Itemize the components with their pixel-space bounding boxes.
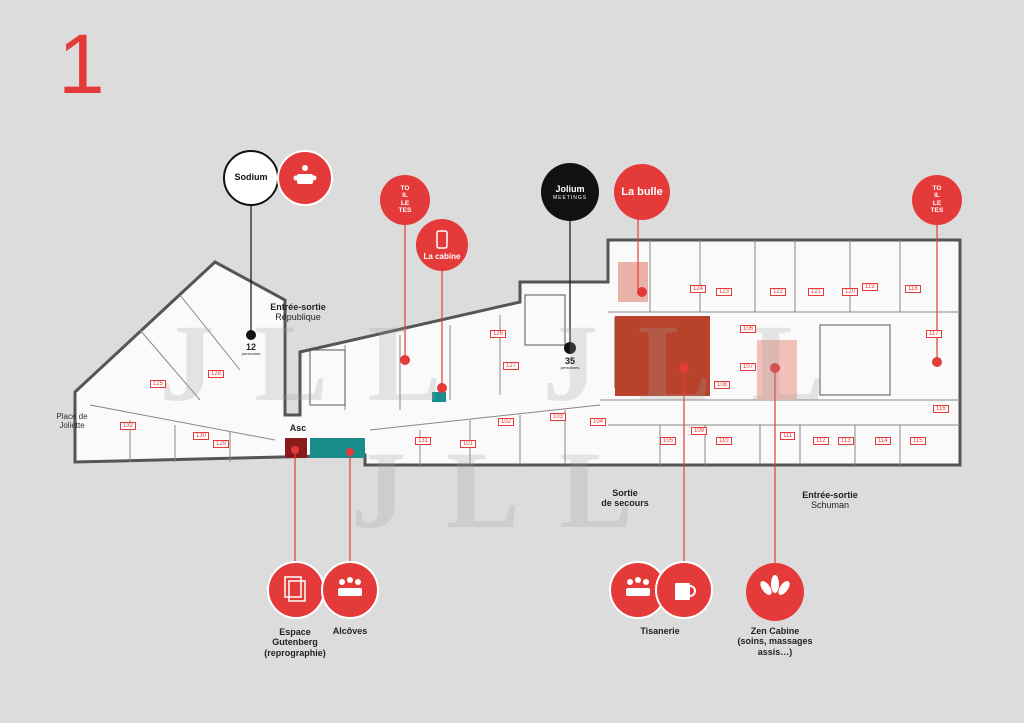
room-number-tag: 131 (415, 437, 432, 445)
room-number-tag: 124 (690, 285, 707, 293)
building-outline (73, 238, 962, 467)
room-number-tag: 112 (813, 437, 829, 445)
room-number-tag: 118 (905, 285, 921, 293)
room-number-tag: 130 (193, 432, 210, 440)
room-number-tag: 132 (120, 422, 137, 430)
la-cabine-circle[interactable] (416, 219, 468, 271)
interior-walls (89, 240, 960, 465)
capacity-35: 35 personnes (560, 356, 580, 371)
capacity-12: 12 personnes (241, 342, 261, 357)
floor-number: 1 (58, 17, 105, 111)
sortie-secours-label: Sortie de secours (601, 488, 649, 509)
room-number-tag: 126 (490, 330, 507, 338)
room-number-tag: 108 (714, 381, 731, 389)
room-number-tag: 114 (875, 437, 891, 445)
la-bulle-label: La bulle (621, 186, 663, 198)
documents-icon (284, 576, 306, 602)
markers (246, 287, 942, 456)
cup-icon (675, 583, 696, 600)
room-number-tag: 120 (842, 288, 859, 296)
room-number-tag: 115 (910, 437, 926, 445)
room-number-tag: 106 (740, 325, 757, 333)
leader-lines (294, 210, 938, 565)
meeting-icon (293, 165, 317, 184)
room-number-tag: 123 (716, 288, 733, 296)
room-number-tag: 121 (808, 288, 825, 296)
entree-republique-label: Entrée-sortie République (270, 302, 326, 323)
toilettes-circle-left[interactable] (380, 175, 430, 225)
room-number-tag: 117 (926, 330, 942, 338)
room-number-tag: 107 (740, 363, 757, 371)
room-number-tag: 122 (770, 288, 787, 296)
gutenberg-label: Espace Gutenberg (reprographie) (264, 627, 326, 658)
alcoves-zone (310, 438, 365, 458)
asc-label: Asc (289, 423, 307, 433)
stairs (309, 294, 891, 406)
alcoves-icon (338, 577, 362, 596)
phone-icon (436, 230, 448, 249)
lotus-icon (760, 575, 790, 595)
tisanerie-label: Tisanerie (640, 626, 680, 636)
room-number-tag: 101 (460, 440, 477, 448)
room-number-tag: 102 (498, 418, 515, 426)
room-number-tag: 109 (691, 427, 708, 435)
room-number-tag: 111 (780, 432, 796, 440)
room-number-tag: 110 (716, 437, 732, 445)
entree-schuman-label: Entrée-sortie Schuman (802, 490, 858, 511)
room-number-tag: 128 (208, 370, 225, 378)
cabine-zone (432, 392, 446, 402)
jolium-circle[interactable] (541, 163, 599, 221)
sodium-label: Sodium (234, 172, 268, 182)
icon-glyphs (284, 165, 790, 602)
alcoves-label: Alcôves (332, 626, 368, 636)
la-cabine-label: La cabine (423, 252, 461, 261)
la-bulle-zone (615, 316, 710, 396)
room-number-tag: 105 (660, 437, 677, 445)
zen-label: Zen Cabine (soins, massages assis…) (737, 626, 813, 657)
place-joliette-label: Place de Joliette (56, 412, 88, 431)
gutenberg-circle[interactable] (267, 561, 325, 619)
room-number-tag: 116 (933, 405, 949, 413)
people-table-icon (626, 577, 650, 596)
room-number-tag: 103 (550, 413, 567, 421)
room-number-tag: 113 (838, 437, 854, 445)
jolium-label: Jolium (555, 184, 585, 194)
la-bulle-circle[interactable] (614, 164, 670, 220)
toilettes-circle-right[interactable] (912, 175, 962, 225)
room-number-tag: 104 (590, 418, 607, 426)
room-number-tag: 127 (503, 362, 520, 370)
dark-leader-lines (250, 205, 571, 348)
room-number-tag: 119 (862, 283, 878, 291)
room-number-tag: 125 (150, 380, 167, 388)
room-number-tag: 129 (213, 440, 230, 448)
jolium-sub-label: MEETINGS (552, 195, 588, 201)
